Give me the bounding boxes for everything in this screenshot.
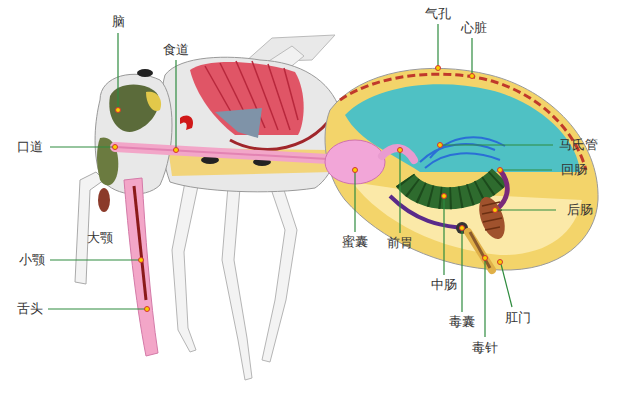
legs [172,182,297,380]
proboscis [124,178,158,356]
part-label: 中肠 [430,277,458,293]
leader-lines [48,24,556,337]
part-label: 马氏管 [558,137,599,153]
digestive-tract [115,137,510,242]
part-label: 舌头 [16,301,44,317]
part-label: 口道 [16,139,44,155]
thorax [160,57,341,192]
part-label: 后肠 [566,202,594,218]
antenna [75,172,104,284]
part-label: 毒囊 [448,314,476,330]
part-label: 脑 [111,14,126,30]
part-label: 蜜囊 [341,234,369,250]
part-label: 毒针 [471,340,499,356]
part-label: 前胃 [386,235,414,251]
part-label: 肛门 [504,310,532,326]
part-label: 气孔 [424,6,452,22]
part-label: 心脏 [460,20,488,36]
part-label: 大颚 [86,230,114,246]
part-label: 食道 [162,42,190,58]
leader-dots [113,66,503,312]
sting-apparatus [390,196,492,270]
part-label: 小颚 [18,252,46,268]
part-label: 回肠 [560,162,588,178]
